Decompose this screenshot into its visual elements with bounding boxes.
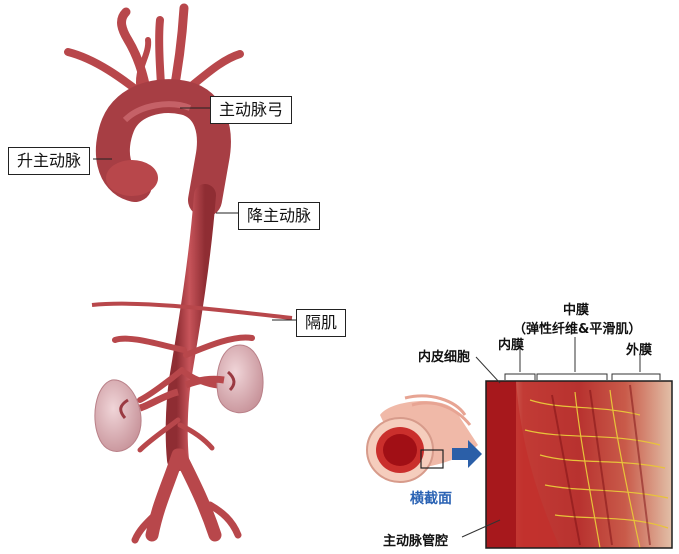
intima-label: 内膜 (498, 334, 524, 353)
aortic-arch-label: 主动脉弓 (210, 96, 292, 124)
descending-aorta-label: 降主动脉 (238, 202, 320, 230)
media-title: 中膜 (563, 299, 589, 318)
ascending-aorta-label: 升主动脉 (8, 147, 90, 175)
cross-section-label: 横截面 (410, 488, 452, 508)
cross-section-illustration (367, 337, 672, 548)
lumen-label: 主动脉管腔 (383, 530, 448, 549)
media-subtitle: （弹性纤维&平滑肌） (513, 318, 641, 337)
aorta-illustration (68, 8, 292, 540)
diaphragm-label: 隔肌 (296, 309, 346, 337)
endothelium-label: 内皮细胞 (418, 346, 470, 365)
adventitia-label: 外膜 (626, 339, 652, 358)
